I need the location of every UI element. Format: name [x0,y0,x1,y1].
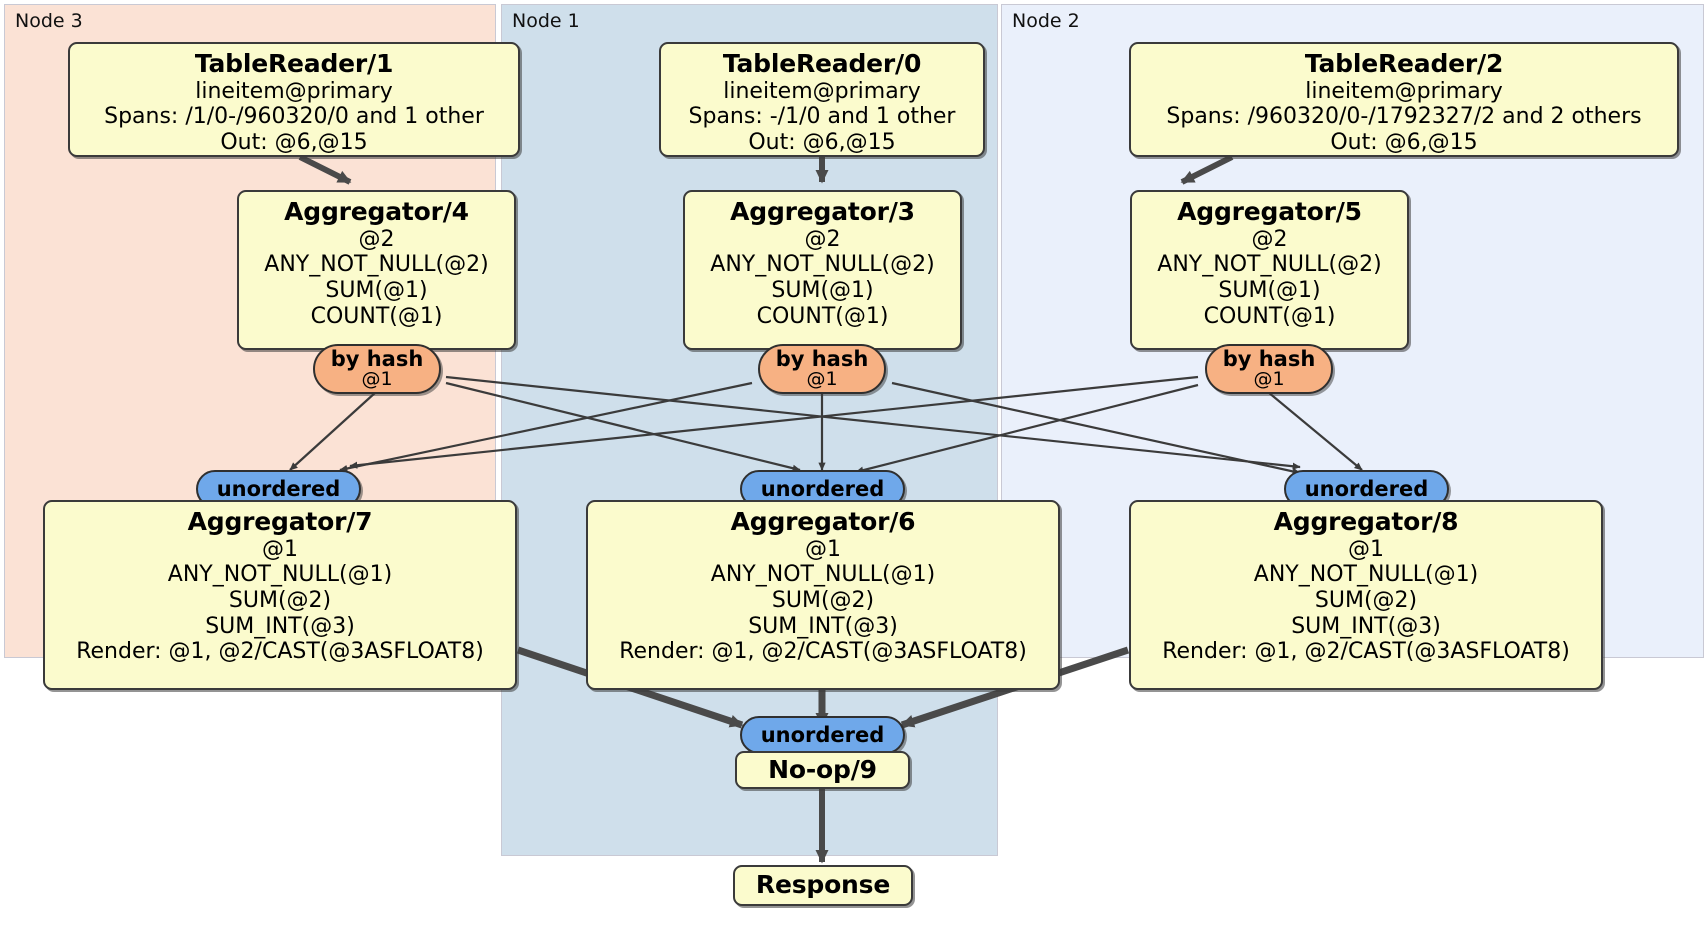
processor-detail: Spans: -/1/0 and 1 other [688,104,956,130]
processor-detail: @2 [1251,226,1288,252]
processor-detail: lineitem@primary [723,78,921,104]
processor-detail: SUM(@2) [1314,587,1418,613]
processor-detail: ANY_NOT_NULL(@2) [264,252,489,278]
synchronizer-label: unordered [760,476,885,501]
processor-title: Aggregator/4 [284,197,469,226]
processor-detail: ANY_NOT_NULL(@2) [710,252,935,278]
router-label: by hash [1222,347,1316,371]
router-by-hash-right[interactable]: by hash @1 [1205,344,1333,394]
processor-detail: @1 [805,536,841,562]
synchronizer-label: unordered [216,476,341,501]
processor-detail: SUM(@2) [771,587,875,613]
processor-detail: ANY_NOT_NULL(@2) [1157,252,1382,278]
processor-detail: @1 [1348,536,1384,562]
processor-title: Aggregator/3 [730,197,915,226]
processor-table-reader-2[interactable]: TableReader/2 lineitem@primary Spans: /9… [1129,42,1679,157]
processor-response[interactable]: Response [733,865,913,906]
processor-detail: @1 [262,536,298,562]
processor-aggregator-8[interactable]: Aggregator/8 @1 ANY_NOT_NULL(@1) SUM(@2)… [1129,500,1603,690]
processor-title: No-op/9 [768,754,877,784]
synchronizer-unordered-final[interactable]: unordered [740,716,905,754]
router-by-hash-mid[interactable]: by hash @1 [758,344,886,394]
processor-aggregator-4[interactable]: Aggregator/4 @2 ANY_NOT_NULL(@2) SUM(@1)… [237,190,516,350]
processor-detail: Out: @6,@15 [220,129,368,155]
processor-aggregator-5[interactable]: Aggregator/5 @2 ANY_NOT_NULL(@2) SUM(@1)… [1130,190,1409,350]
node-panel-label: Node 2 [1012,10,1080,32]
processor-title: Aggregator/5 [1177,197,1362,226]
processor-detail: SUM(@1) [771,277,874,303]
node-panel-label: Node 3 [15,10,83,32]
processor-detail: Render: @1, @2/CAST(@3ASFLOAT8) [619,639,1027,665]
processor-title: TableReader/2 [1304,49,1504,78]
router-column: @1 [1253,368,1285,391]
processor-detail: SUM(@1) [1218,277,1321,303]
processor-detail: COUNT(@1) [756,303,889,329]
processor-detail: SUM(@1) [325,277,428,303]
processor-detail: COUNT(@1) [1203,303,1336,329]
processor-detail: lineitem@primary [1305,78,1503,104]
processor-detail: lineitem@primary [195,78,393,104]
processor-aggregator-3[interactable]: Aggregator/3 @2 ANY_NOT_NULL(@2) SUM(@1)… [683,190,962,350]
router-label: by hash [775,347,869,371]
processor-detail: SUM_INT(@3) [1291,613,1441,639]
processor-aggregator-6[interactable]: Aggregator/6 @1 ANY_NOT_NULL(@1) SUM(@2)… [586,500,1060,690]
router-by-hash-left[interactable]: by hash @1 [313,344,441,394]
processor-detail: ANY_NOT_NULL(@1) [710,562,936,588]
processor-title: Aggregator/8 [1273,507,1459,536]
processor-title: TableReader/0 [722,49,922,78]
processor-aggregator-7[interactable]: Aggregator/7 @1 ANY_NOT_NULL(@1) SUM(@2)… [43,500,517,690]
processor-detail: ANY_NOT_NULL(@1) [167,562,393,588]
router-column: @1 [806,368,838,391]
processor-table-reader-1[interactable]: TableReader/1 lineitem@primary Spans: /1… [68,42,520,157]
processor-detail: Out: @6,@15 [1330,129,1478,155]
processor-title: Aggregator/7 [187,507,373,536]
processor-detail: SUM(@2) [228,587,332,613]
node-panel-label: Node 1 [512,10,580,32]
processor-table-reader-0[interactable]: TableReader/0 lineitem@primary Spans: -/… [659,42,985,157]
processor-title: TableReader/1 [194,49,394,78]
processor-detail: COUNT(@1) [310,303,443,329]
synchronizer-label: unordered [1304,476,1429,501]
synchronizer-label: unordered [760,722,885,747]
processor-title: Response [755,870,891,900]
processor-detail: ANY_NOT_NULL(@1) [1253,562,1479,588]
processor-detail: SUM_INT(@3) [748,613,898,639]
processor-detail: @2 [358,226,395,252]
processor-title: Aggregator/6 [730,507,916,536]
processor-detail: Out: @6,@15 [748,129,896,155]
processor-no-op-9[interactable]: No-op/9 [735,751,910,789]
router-column: @1 [361,368,393,391]
router-label: by hash [330,347,424,371]
processor-detail: @2 [804,226,841,252]
processor-detail: Spans: /1/0-/960320/0 and 1 other [104,104,484,130]
processor-detail: Render: @1, @2/CAST(@3ASFLOAT8) [1162,639,1570,665]
processor-detail: Spans: /960320/0-/1792327/2 and 2 others [1166,104,1642,130]
processor-detail: SUM_INT(@3) [205,613,355,639]
processor-detail: Render: @1, @2/CAST(@3ASFLOAT8) [76,639,484,665]
